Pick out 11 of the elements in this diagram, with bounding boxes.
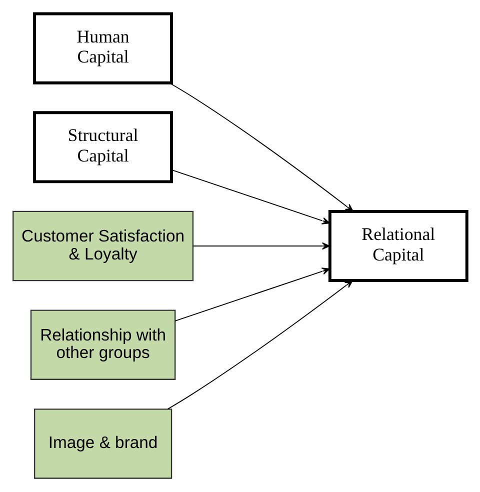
node-box: Human Capital bbox=[33, 12, 173, 84]
node-box: Relationship with other groups bbox=[30, 310, 176, 380]
arrow bbox=[174, 268, 330, 322]
node-box: Relational Capital bbox=[328, 210, 468, 282]
arrow bbox=[192, 242, 330, 250]
node-box: Image & brand bbox=[34, 408, 172, 479]
node-box: Structural Capital bbox=[33, 111, 173, 184]
node-box: Customer Satisfaction & Loyalty bbox=[12, 210, 194, 282]
arrow bbox=[171, 169, 330, 224]
arrow bbox=[167, 280, 353, 410]
arrow bbox=[169, 82, 354, 212]
